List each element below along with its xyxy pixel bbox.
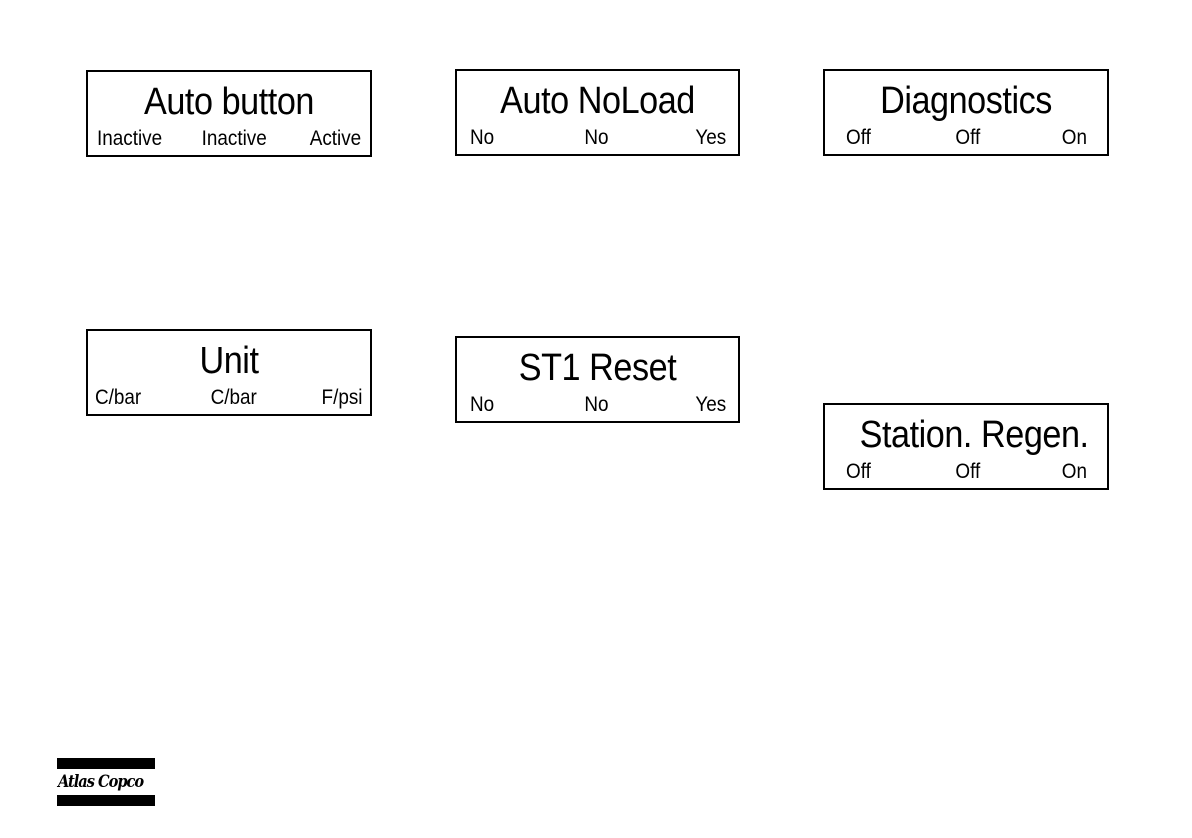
option-left: No — [470, 126, 494, 150]
st1-reset-panel: ST1 Reset No No Yes — [455, 336, 740, 423]
option-right: On — [1062, 460, 1087, 484]
station-regen-panel: Station. Regen. Off Off On — [823, 403, 1109, 490]
option-middle: Inactive — [202, 127, 267, 151]
option-left: C/bar — [95, 386, 141, 410]
panel-title: Diagnostics — [839, 79, 1093, 123]
option-middle: C/bar — [211, 386, 257, 410]
auto-noload-panel: Auto NoLoad No No Yes — [455, 69, 740, 156]
option-middle: Off — [955, 126, 980, 150]
logo-bar-top — [57, 758, 155, 769]
option-right: F/psi — [322, 386, 363, 410]
logo-bar-bottom — [57, 795, 155, 806]
option-middle: No — [584, 126, 608, 150]
option-right: Yes — [695, 393, 726, 417]
unit-panel: Unit C/bar C/bar F/psi — [86, 329, 372, 416]
option-right: Active — [310, 127, 361, 151]
option-left: Off — [846, 460, 871, 484]
option-middle: No — [584, 393, 608, 417]
panel-title: Auto button — [102, 80, 356, 124]
panel-title: Auto NoLoad — [471, 79, 724, 123]
option-left: No — [470, 393, 494, 417]
option-left: Inactive — [97, 127, 162, 151]
atlas-copco-logo: Atlas Copco — [57, 758, 155, 806]
auto-button-panel: Auto button Inactive Inactive Active — [86, 70, 372, 157]
diagnostics-panel: Diagnostics Off Off On — [823, 69, 1109, 156]
panel-title: ST1 Reset — [471, 346, 724, 390]
panel-title: Unit — [102, 339, 356, 383]
option-left: Off — [846, 126, 871, 150]
option-right: On — [1062, 126, 1087, 150]
option-right: Yes — [695, 126, 726, 150]
option-middle: Off — [955, 460, 980, 484]
panel-title: Station. Regen. — [839, 413, 1093, 457]
logo-wordmark: Atlas Copco — [58, 769, 142, 795]
